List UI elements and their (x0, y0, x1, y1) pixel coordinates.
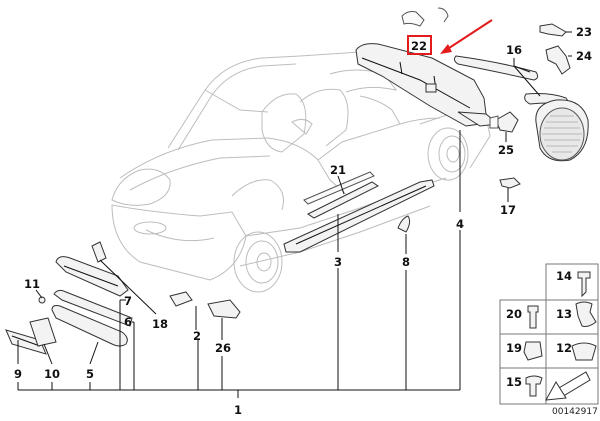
label-13: 13 (556, 307, 572, 321)
label-5: 5 (86, 367, 94, 381)
label-21: 21 (330, 163, 346, 177)
label-14: 14 (556, 269, 572, 283)
label-22: 22 (411, 39, 427, 53)
label-26: 26 (215, 341, 231, 355)
label-17: 17 (500, 203, 516, 217)
label-10: 10 (44, 367, 60, 381)
rear-moulding (453, 55, 539, 81)
rear-bumper (355, 43, 487, 127)
part-labels: 1 2 3 4 5 6 7 8 9 10 11 12 13 14 15 16 1… (14, 25, 598, 417)
label-2: 2 (193, 329, 201, 343)
fastener-panel (499, 263, 599, 405)
label-12: 12 (556, 341, 572, 355)
label-16: 16 (506, 43, 522, 57)
label-23: 23 (576, 25, 592, 39)
label-15: 15 (506, 375, 522, 389)
label-7: 7 (124, 294, 132, 308)
label-20: 20 (506, 307, 522, 321)
highlight-arrow (407, 19, 493, 55)
label-8: 8 (402, 255, 410, 269)
parts (5, 7, 589, 355)
sill-trim (307, 181, 379, 219)
label-6: 6 (124, 315, 132, 329)
label-11: 11 (24, 277, 40, 291)
diagram-code: 00142917 (552, 407, 598, 417)
label-3: 3 (334, 255, 342, 269)
label-4: 4 (456, 217, 464, 231)
highlight-box (407, 35, 432, 55)
label-1: 1 (234, 403, 242, 417)
label-18: 18 (152, 317, 168, 331)
label-24: 24 (576, 49, 592, 63)
lower-grille (51, 305, 128, 347)
leader-lines (17, 31, 572, 398)
label-9: 9 (14, 367, 22, 381)
label-25: 25 (498, 143, 514, 157)
label-19: 19 (506, 341, 522, 355)
